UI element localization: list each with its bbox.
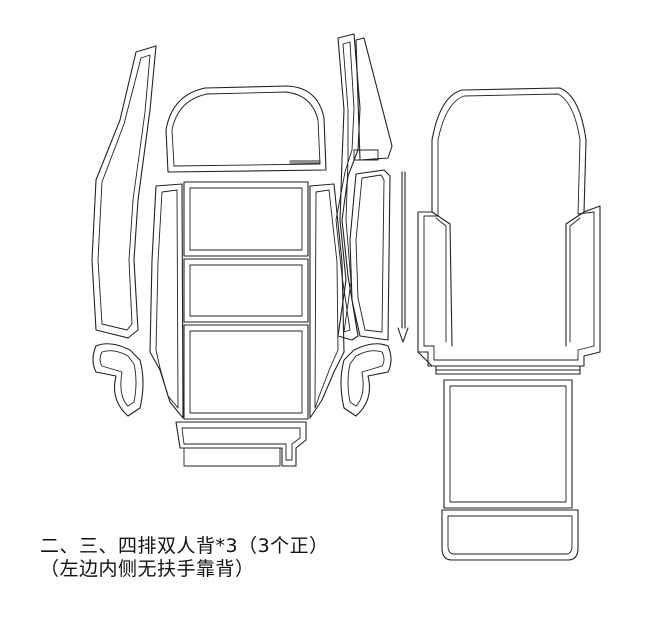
caption-line-2: （左边内侧无扶手靠背） <box>40 558 255 580</box>
seat-cushion-panel <box>443 379 573 509</box>
seat-front-skirt <box>441 509 579 561</box>
left-long-strip <box>91 45 157 339</box>
right-wing-piece <box>340 343 392 417</box>
headrest-panel <box>165 85 327 173</box>
caption-line-1: 二、三、四排双人背*3（3个正） <box>40 535 329 557</box>
center-panels <box>183 181 309 420</box>
bottom-strip <box>175 421 307 467</box>
left-wing-piece <box>92 343 144 417</box>
right-long-strip <box>335 33 393 341</box>
backrest-outer <box>417 87 601 375</box>
right-side-bolster <box>309 183 345 419</box>
left-side-bolster <box>149 183 184 419</box>
direction-arrow <box>397 171 409 343</box>
